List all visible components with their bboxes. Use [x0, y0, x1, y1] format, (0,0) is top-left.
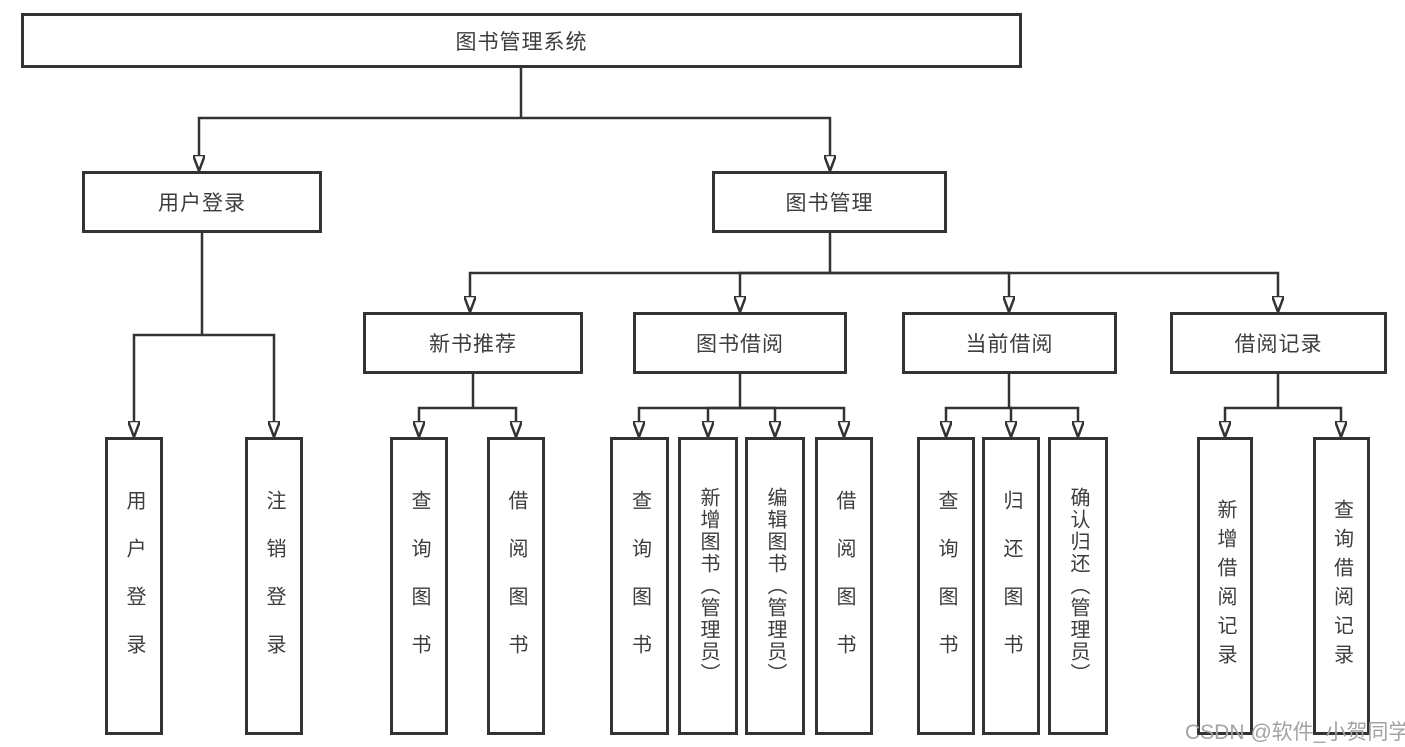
node-leaf-user-login: 用户登录 — [105, 437, 163, 735]
node-label: 用户登录 — [123, 490, 145, 682]
node-leaf-confirm-return-admin: 确认归还（管理员） — [1048, 437, 1108, 735]
node-library-system-root: 图书管理系统 — [21, 13, 1022, 68]
connector-line — [419, 406, 473, 421]
node-user-login-module: 用户登录 — [82, 171, 322, 233]
node-leaf-logout: 注销登录 — [245, 437, 303, 735]
node-borrow-records: 借阅记录 — [1170, 312, 1387, 374]
csdn-watermark: CSDN @软件_小贺同学 — [1185, 721, 1405, 744]
node-label: 图书管理 — [785, 192, 874, 215]
connector-line — [740, 271, 830, 296]
node-label: 当前借阅 — [965, 333, 1054, 356]
connector-line — [521, 116, 830, 155]
node-label: 查询图书 — [628, 490, 651, 682]
node-book-borrow: 图书借阅 — [633, 312, 847, 374]
connector-line — [199, 116, 521, 155]
connector-line — [708, 406, 740, 421]
node-label: 用户登录 — [158, 192, 246, 215]
node-leaf-query-books: 查询图书 — [917, 437, 975, 735]
node-label: 图书管理系统 — [455, 30, 588, 54]
node-label: 借阅记录 — [1234, 333, 1323, 356]
node-label: 图书借阅 — [696, 333, 784, 356]
connector-line — [134, 333, 202, 421]
node-leaf-borrow-books: 借阅图书 — [815, 437, 873, 735]
node-leaf-query-borrow-record: 查询借阅记录 — [1313, 437, 1370, 735]
node-current-borrow: 当前借阅 — [902, 312, 1117, 374]
node-label: 新增借阅记录 — [1214, 499, 1236, 673]
node-leaf-borrow-books: 借阅图书 — [487, 437, 545, 735]
node-label: 查询借阅记录 — [1330, 499, 1353, 673]
node-leaf-add-borrow-record: 新增借阅记录 — [1197, 437, 1253, 735]
connector-line — [740, 406, 844, 421]
connector-line — [470, 271, 830, 296]
node-label: 借阅图书 — [505, 490, 527, 682]
connector-line — [1225, 406, 1278, 421]
node-label: 新增图书（管理员） — [697, 487, 719, 685]
node-leaf-edit-books-admin: 编辑图书（管理员） — [745, 437, 805, 735]
connector-line — [1278, 406, 1341, 421]
node-leaf-return-books: 归还图书 — [982, 437, 1040, 735]
connector-line — [202, 333, 274, 421]
node-label: 编辑图书（管理员） — [764, 487, 786, 685]
node-label: 确认归还（管理员） — [1067, 487, 1089, 685]
node-label: 查询图书 — [935, 490, 957, 682]
connector-line — [1009, 406, 1011, 421]
connector-line — [830, 271, 1009, 296]
connector-line — [740, 406, 775, 421]
connector-line — [1009, 406, 1078, 421]
connector-line — [830, 271, 1278, 296]
connector-line — [946, 406, 1009, 421]
connector-line — [473, 406, 516, 421]
connector-line — [639, 406, 740, 421]
node-leaf-query-books: 查询图书 — [390, 437, 448, 735]
node-label: 新书推荐 — [429, 333, 517, 356]
node-label: 借阅图书 — [833, 490, 855, 682]
node-label: 查询图书 — [408, 490, 430, 682]
node-label: 注销登录 — [263, 490, 285, 682]
node-label: 归还图书 — [1000, 490, 1022, 682]
node-new-book-recommend: 新书推荐 — [363, 312, 583, 374]
node-leaf-add-books-admin: 新增图书（管理员） — [678, 437, 738, 735]
node-leaf-query-books: 查询图书 — [610, 437, 669, 735]
node-book-management-module: 图书管理 — [712, 171, 947, 233]
